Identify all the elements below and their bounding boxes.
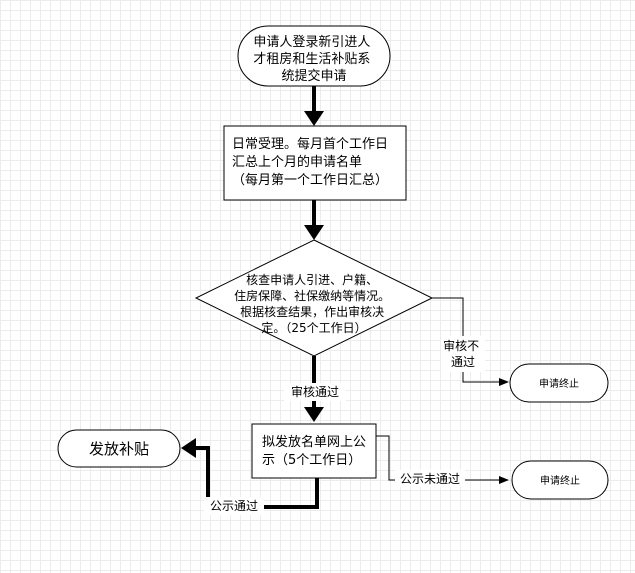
reject-label-line-2: 通过 — [451, 355, 475, 369]
reject-label-line-1: 审核不 — [443, 338, 479, 353]
step1-node: 日常受理。每月首个工作日 汇总上个月的申请名单 （每月第一个工作日汇总） — [223, 125, 407, 201]
publicity-fail-label-text: 公示未通过 — [400, 472, 460, 486]
end-reject-node-1: 申请终止 — [509, 363, 609, 403]
step1-line-3: （每月第一个工作日汇总） — [232, 172, 388, 188]
publicity-pass-label-text: 公示通过 — [210, 499, 258, 513]
connector-step1-to-decision — [304, 200, 324, 240]
connector-start-to-step1 — [304, 86, 324, 126]
svg-text:拟发放名单网上公 示（5个工作日）: 拟发放名单网上公 示（5个工作日） — [262, 434, 370, 468]
end-reject-node-2: 申请终止 — [511, 460, 609, 500]
svg-text:审核不 通过: 审核不 通过 — [443, 338, 483, 369]
svg-text:申请人登录新引进人 才租房和生活补贴系: 申请人登录新引进人 才租房和生活补贴系 统提交申请 — [253, 34, 374, 84]
reject-label: 审核不 通过 — [441, 336, 485, 372]
step2-node: 拟发放名单网上公 示（5个工作日） — [251, 423, 377, 479]
decision-line-2: 住房保障、社保缴纳等情况。 — [234, 288, 390, 303]
decision-node: 核查申请人引进、户籍、 住房保障、社保缴纳等情况。 根据核查结果，作出审核决 定… — [194, 239, 434, 357]
svg-text:核查申请人引进、户籍、 住房保障、社保缴纳等情况: 核查申请人引进、户籍、 住房保障、社保缴纳等情况。 根据核查结果，作出审核决 定… — [234, 272, 394, 335]
start-line-2: 才租房和生活补贴系 — [253, 51, 370, 67]
end-grant-label: 发放补贴 — [89, 440, 149, 458]
end-reject-1-label: 申请终止 — [539, 377, 579, 390]
end-grant-node: 发放补贴 — [57, 429, 181, 468]
start-node: 申请人登录新引进人 才租房和生活补贴系 统提交申请 — [237, 25, 391, 87]
publicity-fail-label: 公示未通过 — [395, 470, 465, 487]
step1-line-2: 汇总上个月的申请名单 — [232, 154, 362, 170]
start-line-1: 申请人登录新引进人 — [253, 34, 370, 50]
step2-line-1: 拟发放名单网上公 — [262, 434, 366, 450]
publicity-pass-label: 公示通过 — [204, 497, 264, 515]
step2-line-2: 示（5个工作日） — [262, 453, 361, 468]
decision-line-3: 根据核查结果，作出审核决 — [240, 304, 384, 319]
pass-label: 审核通过 — [284, 383, 346, 401]
pass-label-text: 审核通过 — [291, 384, 339, 399]
step1-line-1: 日常受理。每月首个工作日 — [232, 136, 388, 152]
decision-line-1: 核查申请人引进、户籍、 — [246, 272, 378, 287]
end-reject-2-label: 申请终止 — [540, 474, 580, 487]
svg-text:日常受理。每月首个工作日 汇总上个月的申请名单: 日常受理。每月首个工作日 汇总上个月的申请名单 （每月第一个工作日汇总） — [232, 136, 392, 188]
start-line-3: 统提交申请 — [281, 68, 346, 84]
decision-line-4: 定。（25个工作日） — [261, 320, 366, 335]
